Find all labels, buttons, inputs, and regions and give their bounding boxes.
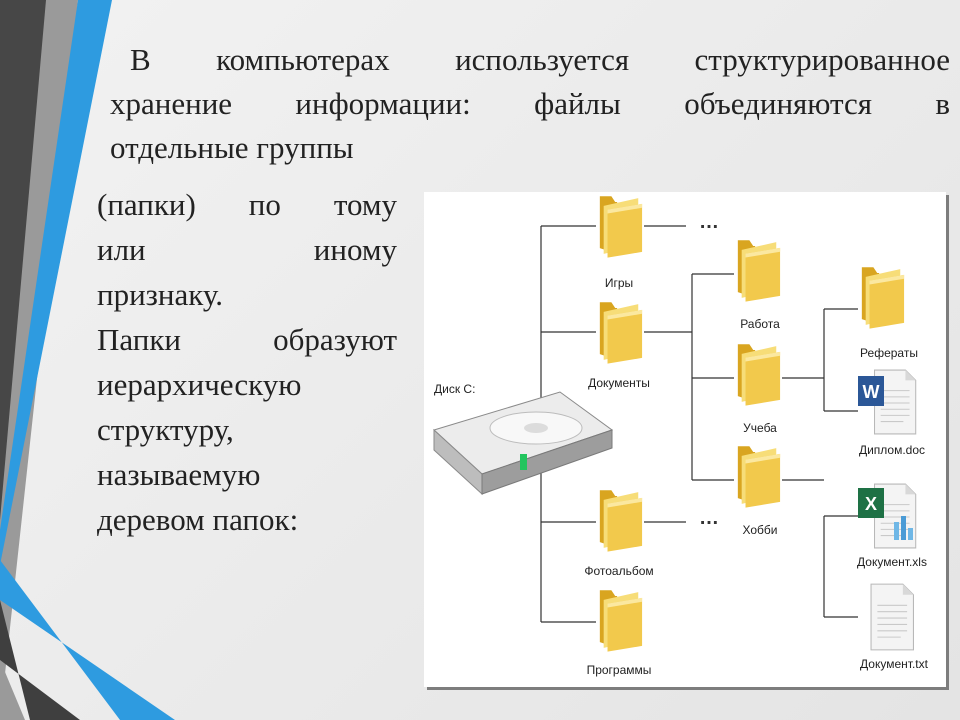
body-line: признаку. — [97, 277, 224, 312]
folder-icon[interactable] — [599, 196, 643, 258]
heading-text: В компьютерах используется структурирова… — [110, 38, 950, 170]
folder-label-essays: Рефераты — [860, 346, 918, 360]
folder-icon[interactable] — [737, 240, 781, 302]
gray-bottom-stripe — [0, 660, 25, 720]
dark-bottom-stripe — [0, 600, 80, 720]
folder-label-games: Игры — [605, 276, 633, 290]
folder-icon[interactable] — [737, 446, 781, 508]
folder-label-work: Работа — [740, 317, 780, 331]
svg-text:W: W — [863, 382, 880, 402]
file-label-spreadsheet: Документ.xls — [857, 555, 927, 569]
heading-line: В компьютерах используется структурирова… — [130, 42, 950, 77]
tree-canvas: Диск С: Игры … Документы Фотоальбом … Пр… — [433, 196, 929, 677]
drive-label: Диск С: — [434, 382, 475, 396]
folder-icon[interactable] — [737, 344, 781, 406]
ellipsis: … — [699, 507, 719, 529]
body-text: (папки) по тому или иному признаку. Папк… — [97, 182, 397, 542]
body-line: структуру, — [97, 412, 234, 447]
dark-stripe — [0, 0, 46, 520]
ellipsis: … — [699, 211, 719, 233]
hard-drive-icon — [433, 391, 614, 496]
body-line: Папки образуют — [97, 322, 397, 357]
folder-icon[interactable] — [599, 590, 643, 652]
file-label-text: Документ.txt — [860, 657, 929, 671]
word-document-icon[interactable]: W — [858, 369, 917, 435]
folder-icon[interactable] — [599, 302, 643, 364]
file-label-diploma: Диплом.doc — [859, 443, 925, 457]
blue-stripe — [0, 0, 112, 565]
text-document-icon[interactable] — [870, 583, 914, 651]
body-line: иерархическую — [97, 367, 302, 402]
heading-line: хранение информации: файлы объединяются … — [110, 86, 950, 121]
folder-label-hobby: Хобби — [743, 523, 778, 537]
excel-document-icon[interactable]: X — [858, 483, 917, 549]
body-line: или иному — [97, 232, 397, 267]
folder-label-programs: Программы — [587, 663, 652, 677]
svg-text:X: X — [865, 494, 877, 514]
body-line: деревом папок: — [97, 502, 299, 537]
body-line: (папки) по тому — [97, 187, 397, 222]
folder-label-photoalbum: Фотоальбом — [584, 564, 653, 578]
body-line: называемую — [97, 457, 261, 492]
folder-label-study: Учеба — [743, 421, 777, 435]
tree-connectors — [540, 225, 858, 623]
folder-tree-diagram: Диск С: Игры … Документы Фотоальбом … Пр… — [424, 192, 946, 687]
folder-icon[interactable] — [861, 267, 905, 329]
folder-label-documents: Документы — [588, 376, 650, 390]
folder-icon[interactable] — [599, 490, 643, 552]
heading-line: отдельные группы — [110, 130, 354, 165]
